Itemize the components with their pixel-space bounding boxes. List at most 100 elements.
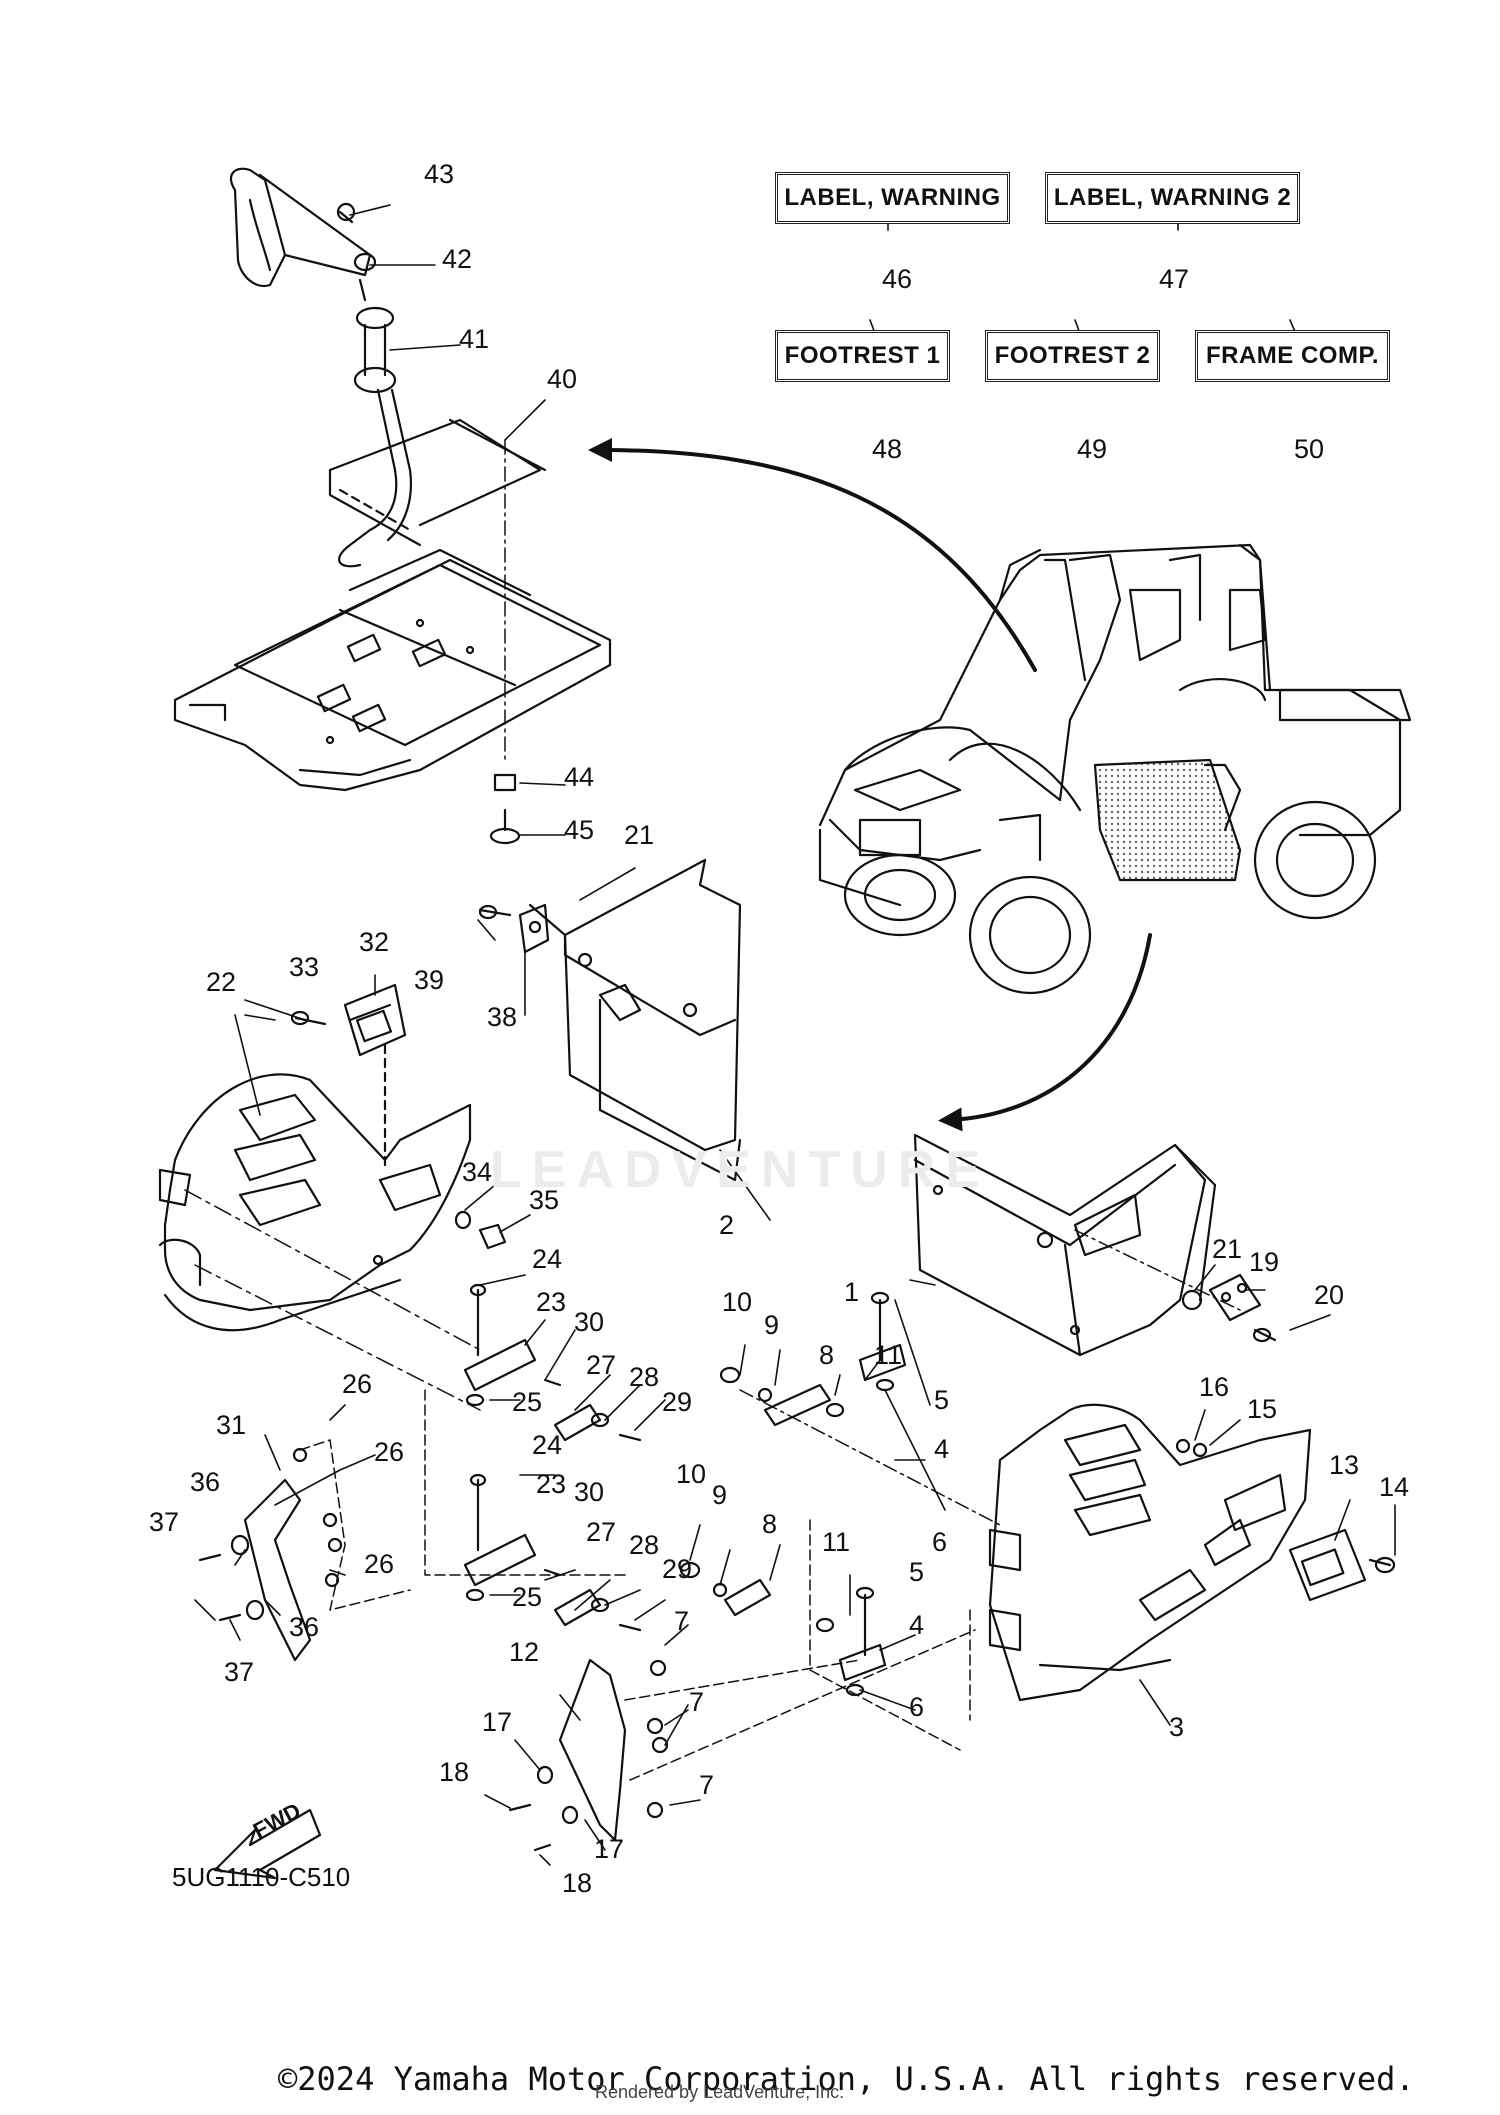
grab-handle-assembly	[229, 167, 412, 568]
callout-40: 40	[547, 364, 578, 394]
callout-37: 37	[224, 1657, 255, 1687]
rendered-by: Rendered by LeadVenture, Inc.	[595, 2082, 845, 2102]
callout-17: 17	[482, 1707, 513, 1737]
callout-14: 14	[1379, 1472, 1410, 1502]
callout-6: 6	[909, 1692, 925, 1722]
part-code: 5UG1110-C510	[172, 1862, 351, 1892]
callout-44: 44	[564, 762, 595, 792]
callout-20: 20	[1314, 1280, 1345, 1310]
floor-bolts	[489, 773, 521, 845]
callout-3: 3	[1169, 1712, 1185, 1742]
callout-48: 48	[872, 434, 903, 464]
callout-5: 5	[934, 1385, 950, 1415]
callout-41: 41	[459, 324, 490, 354]
footrest-panel-right	[988, 1403, 1312, 1702]
callout-7: 7	[689, 1687, 705, 1717]
callout-11: 11	[822, 1527, 851, 1557]
callout-17: 17	[594, 1834, 625, 1864]
lower-arrow	[938, 933, 1152, 1132]
callout-18: 18	[562, 1868, 593, 1898]
hinge-4-upper	[719, 1291, 1001, 1526]
callout-19: 19	[1249, 1247, 1280, 1277]
callout-39: 39	[414, 965, 445, 995]
callout-22: 22	[206, 967, 237, 997]
callout-36: 36	[289, 1612, 320, 1642]
callout-23: 23	[536, 1469, 567, 1499]
bracket-38	[478, 903, 550, 954]
callout-35: 35	[529, 1185, 560, 1215]
callout-24: 24	[532, 1244, 563, 1274]
callout-16: 16	[1199, 1372, 1230, 1402]
callout-31: 31	[216, 1410, 247, 1440]
leader-lines	[194, 194, 1396, 1866]
callout-7: 7	[674, 1606, 690, 1636]
bracket-13	[1175, 1438, 1396, 1602]
bracket-12	[508, 1629, 976, 1852]
callout-15: 15	[1247, 1394, 1278, 1424]
callout-46: 46	[882, 264, 913, 294]
hinge-4-lower	[679, 1519, 971, 1751]
callout-21: 21	[624, 820, 655, 850]
side-frame-right	[913, 1133, 1241, 1357]
callout-50: 50	[1294, 434, 1325, 464]
callout-33: 33	[289, 952, 320, 982]
nut-35	[478, 1223, 507, 1250]
callout-13: 13	[1329, 1450, 1360, 1480]
bracket-31	[198, 1439, 411, 1662]
callout-30: 30	[574, 1307, 605, 1337]
callout-27: 27	[586, 1517, 617, 1547]
mount-32	[290, 983, 407, 1172]
callout-25: 25	[512, 1582, 543, 1612]
callout-10: 10	[676, 1459, 707, 1489]
callout-12: 12	[509, 1637, 540, 1667]
callout-29: 29	[662, 1554, 693, 1584]
label-box-footrest-2: FOOTREST 2	[985, 330, 1160, 382]
seat-frame-bar	[328, 418, 547, 547]
callout-45: 45	[564, 815, 595, 845]
callout-42: 42	[442, 244, 473, 274]
callout-32: 32	[359, 927, 390, 957]
callout-30: 30	[574, 1477, 605, 1507]
hinge-assembly-lower	[463, 1473, 642, 1632]
callout-47: 47	[1159, 264, 1190, 294]
copyright: ©2024 Yamaha Motor Corporation, U.S.A. A…	[278, 2060, 1415, 2098]
vehicle-illustration	[818, 543, 1412, 995]
callout-26: 26	[364, 1549, 395, 1579]
callout-10: 10	[722, 1287, 753, 1317]
side-frame-left	[528, 858, 742, 1182]
callout-25: 25	[512, 1387, 543, 1417]
callout-23: 23	[536, 1287, 567, 1317]
floor-plate-assembly	[173, 439, 612, 792]
callout-27: 27	[586, 1350, 617, 1380]
callout-29: 29	[662, 1387, 693, 1417]
callout-24: 24	[532, 1430, 563, 1460]
bracket-19	[1181, 1273, 1277, 1343]
callout-2: 2	[719, 1210, 735, 1240]
callout-1: 1	[844, 1277, 860, 1307]
watermark: LEADVENTURE	[490, 1141, 991, 1199]
washer-34	[454, 1210, 472, 1230]
callout-4: 4	[909, 1610, 925, 1640]
callout-9: 9	[764, 1310, 780, 1340]
callout-38: 38	[487, 1002, 518, 1032]
callout-43: 43	[424, 159, 455, 189]
callout-21: 21	[1212, 1234, 1243, 1264]
callout-5: 5	[909, 1557, 925, 1587]
fwd-arrow	[213, 1808, 322, 1880]
upper-arrow	[588, 438, 1037, 672]
callout-26: 26	[342, 1369, 373, 1399]
callout-4: 4	[934, 1434, 950, 1464]
callout-11: 11	[874, 1340, 903, 1370]
label-box-footrest-1: FOOTREST 1	[775, 330, 950, 382]
callout-6: 6	[932, 1527, 948, 1557]
callout-49: 49	[1077, 434, 1108, 464]
callout-8: 8	[819, 1340, 835, 1370]
callout-36: 36	[190, 1467, 221, 1497]
footrest-panel-left	[158, 1073, 481, 1411]
callout-18: 18	[439, 1757, 470, 1787]
label-box-warning-2: LABEL, WARNING 2	[1045, 172, 1300, 224]
callout-8: 8	[762, 1509, 778, 1539]
label-box-frame-comp: FRAME COMP.	[1195, 330, 1390, 382]
callout-7: 7	[699, 1770, 715, 1800]
